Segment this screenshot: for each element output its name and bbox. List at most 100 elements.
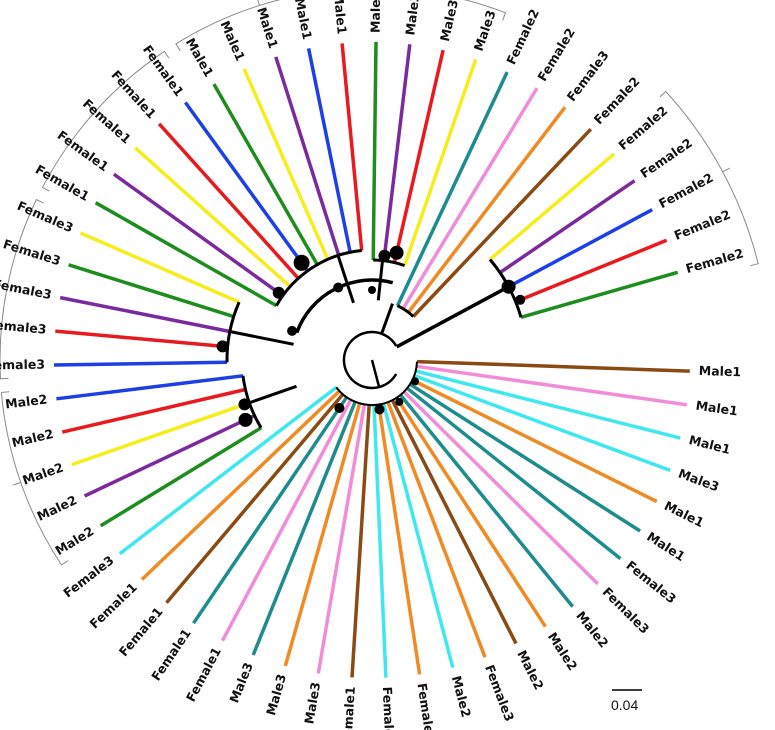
leaf-label: Male3 <box>301 681 323 725</box>
leaf-label: Female1 <box>80 96 134 147</box>
bootstrap-node <box>389 245 404 260</box>
bootstrap-node <box>333 282 344 293</box>
leaf-branch <box>71 401 250 467</box>
leaf-label: Male2 <box>573 608 611 650</box>
leaf-label: Male2 <box>545 629 581 673</box>
leaf-label: Male2 <box>449 674 474 719</box>
leaf-label: Female3 <box>564 48 612 104</box>
leaf-label: Male2 <box>4 391 48 411</box>
leaf-branch <box>411 378 658 504</box>
leaf-branch <box>134 146 292 288</box>
leaf-branch <box>340 43 364 251</box>
leaf-branch <box>274 56 341 256</box>
leaf-label: Female3 <box>623 558 679 607</box>
clade-bracket <box>463 0 507 21</box>
leaf-label: Male1 <box>218 18 249 63</box>
leaf-label: Male1 <box>699 363 742 379</box>
leaf-branch <box>99 426 263 528</box>
leaf-branch <box>382 44 412 261</box>
leaf-label: Female1 <box>116 604 166 659</box>
leaf-label: Male1 <box>644 529 688 564</box>
leaf-label: Female2 <box>684 245 745 276</box>
bootstrap-node <box>293 254 310 271</box>
leaf-branch <box>520 270 679 319</box>
leaf-branch <box>68 263 235 319</box>
bootstrap-node <box>287 325 298 336</box>
scale-bar: 0.04 <box>611 689 642 713</box>
leaf-label: Female3 <box>0 357 45 373</box>
leaf-branch <box>251 401 357 656</box>
bootstrap-node <box>272 286 285 299</box>
leaf-label: Female2 <box>591 74 643 127</box>
internal-branch <box>380 303 394 335</box>
leaf-label: Female2 <box>615 103 670 153</box>
internal-branch <box>395 285 510 349</box>
leaf-label: Female1 <box>148 626 194 684</box>
leaf-branch <box>183 101 309 272</box>
leaf-label: Male3 <box>226 660 256 705</box>
internal-arc <box>373 258 406 267</box>
internal-branch <box>370 359 381 388</box>
leaf-label: Female3 <box>600 584 653 637</box>
internal-arc <box>335 361 418 406</box>
leaf-label: Female2 <box>672 207 733 243</box>
leaf-label: Male2 <box>10 426 55 450</box>
leaf-label: Male2 <box>514 648 547 693</box>
leaf-branch <box>416 364 688 407</box>
leaf-label: Female1 <box>55 127 112 174</box>
leaf-branch <box>306 48 352 253</box>
leaf-branch <box>212 83 319 266</box>
leaf-label: Male1 <box>183 35 217 79</box>
leaf-branch <box>399 393 575 608</box>
leaf-label: Female2 <box>503 7 542 67</box>
leaf-label: Female3 <box>0 276 53 302</box>
leaf-branch <box>79 231 240 304</box>
leaf-label: Male1 <box>254 5 281 50</box>
leaf-branch <box>220 398 353 642</box>
leaf-branch <box>316 404 367 674</box>
clade-bracket <box>175 0 281 51</box>
leaf-branch <box>407 106 567 314</box>
leaf-label: Male3 <box>368 0 384 33</box>
clade-bracket <box>659 90 759 267</box>
internal-branch <box>229 330 294 346</box>
leaf-branch <box>488 152 616 261</box>
leaf-branch <box>514 238 668 304</box>
leaf-branch <box>112 172 284 298</box>
leaf-branch <box>59 295 231 334</box>
leaf-branch <box>371 41 378 261</box>
bootstrap-node <box>368 286 376 294</box>
bootstrap-nodes <box>216 245 526 427</box>
bootstrap-node <box>334 403 345 413</box>
leaf-label: Male2 <box>34 492 79 524</box>
leaf-branch <box>381 403 455 669</box>
leaf-branch <box>415 369 681 440</box>
leaf-label: Male3 <box>676 466 721 495</box>
leaf-branch <box>140 389 341 581</box>
leaf-branch <box>507 208 654 289</box>
leaf-branch <box>157 122 300 280</box>
bootstrap-node <box>378 249 391 262</box>
leaf-label: Male3 <box>402 0 422 36</box>
clade-brackets <box>0 0 759 566</box>
leaf-branch <box>83 414 256 498</box>
leaf-label: Female3 <box>482 663 517 724</box>
leaf-branch <box>53 360 228 367</box>
leaf-label: Male1 <box>331 0 350 35</box>
leaf-branch <box>416 359 690 373</box>
clade-bracket <box>41 50 170 192</box>
leaf-branch <box>56 374 244 401</box>
clade-bracket <box>0 391 69 566</box>
leaf-branch <box>283 402 362 667</box>
leaf-branch <box>55 329 228 349</box>
leaf-branch <box>402 58 478 267</box>
leaf-branch <box>395 71 509 307</box>
leaf-label: Male1 <box>292 0 315 41</box>
leaf-label: Female2 <box>414 682 438 730</box>
leaf-branch <box>412 127 593 318</box>
leaf-label: Female2 <box>637 135 695 181</box>
internal-arc <box>275 249 362 307</box>
bootstrap-node <box>374 404 385 415</box>
leaf-label: Female2 <box>380 686 398 730</box>
